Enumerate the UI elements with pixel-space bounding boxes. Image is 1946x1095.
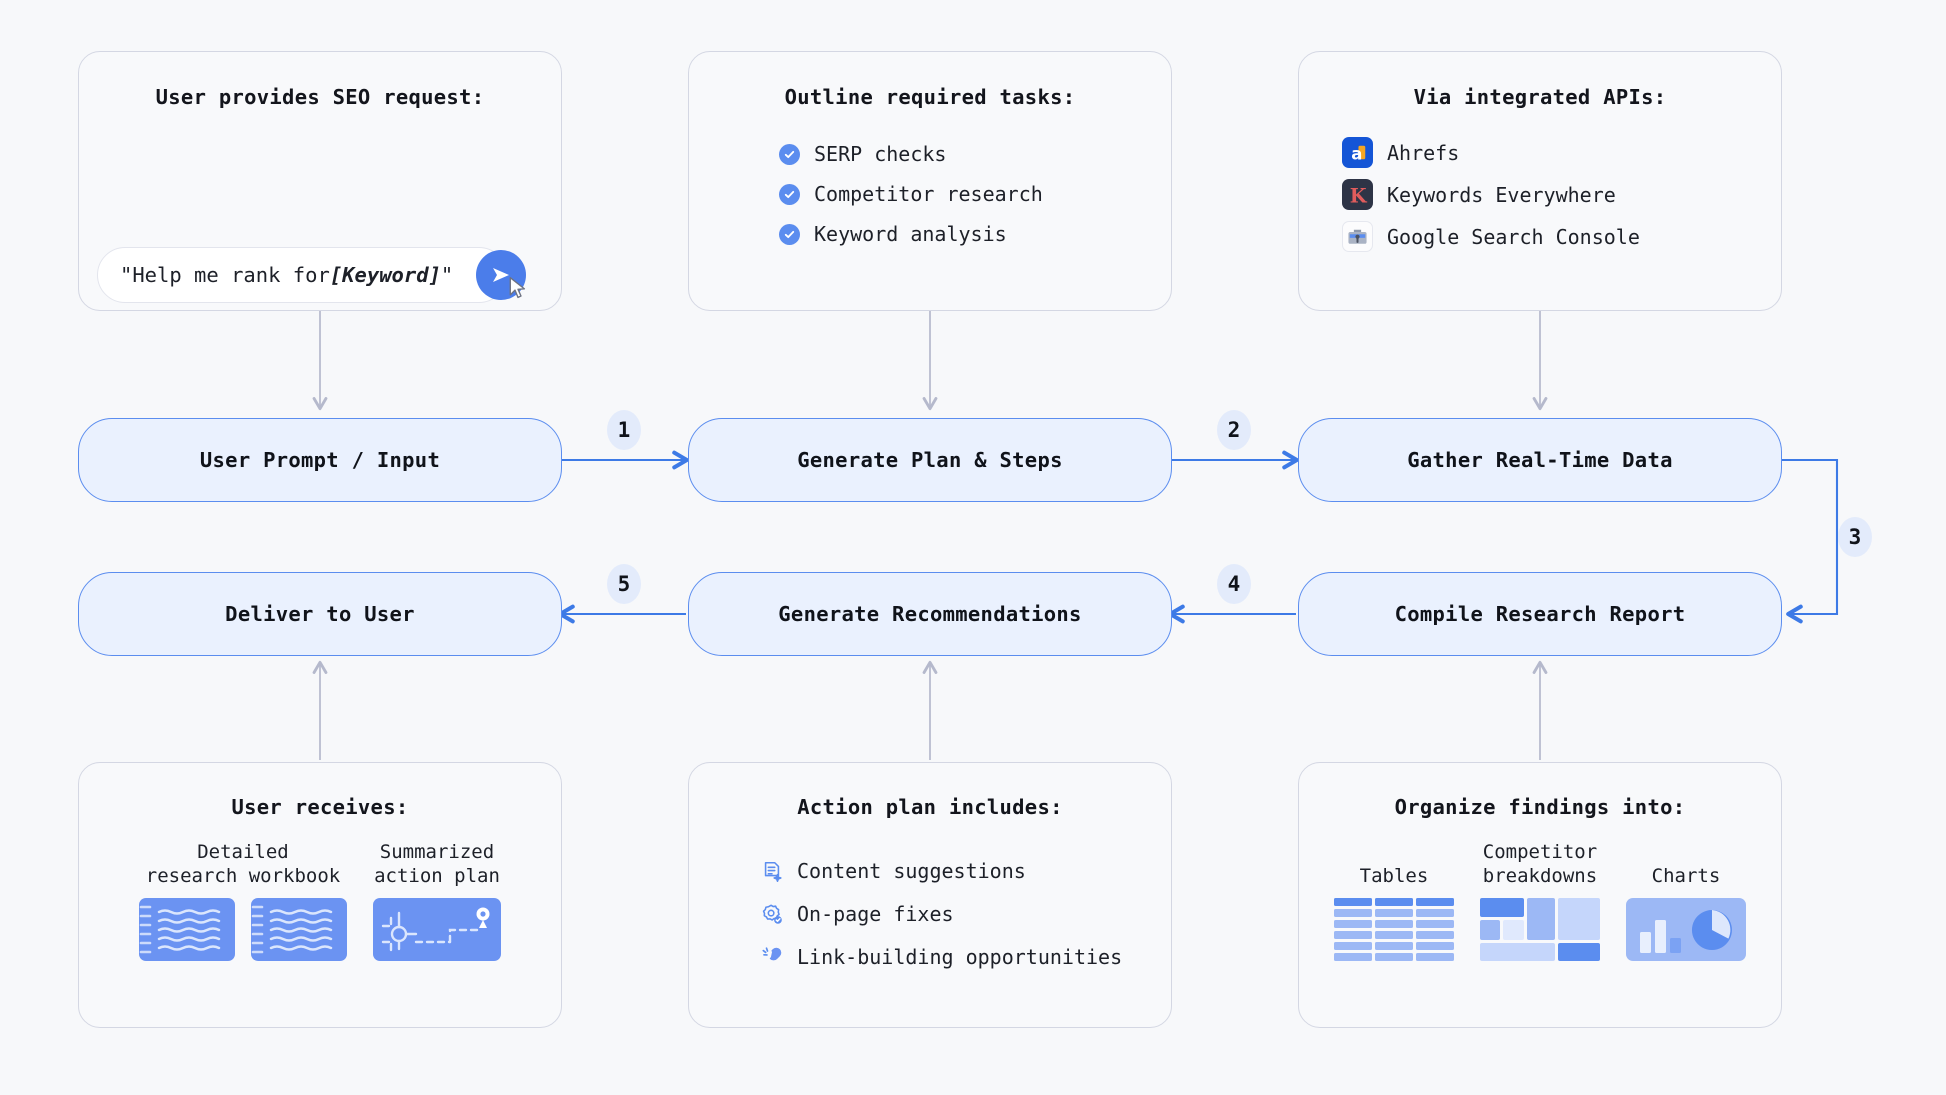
- check-circle-icon: [779, 143, 800, 165]
- card-required-tasks: Outline required tasks: SERP checks Comp…: [688, 51, 1172, 311]
- step-badge-4: 4: [1217, 564, 1251, 604]
- mouse-pointer-icon: [509, 277, 526, 299]
- list-item: Competitor research: [779, 182, 1171, 206]
- notebook-icon: [251, 897, 347, 961]
- ahrefs-icon: a: [1342, 137, 1373, 168]
- card-title: Via integrated APIs:: [1413, 85, 1667, 109]
- prompt-prefix: "Help me rank for: [120, 263, 330, 287]
- step-badge-1: 1: [607, 410, 641, 450]
- list-item: On-page fixes: [761, 902, 1171, 926]
- list-item: SERP checks: [779, 142, 1171, 166]
- list-item-label: On-page fixes: [797, 902, 954, 926]
- card-title: Action plan includes:: [797, 795, 1063, 819]
- list-item-label: Keyword analysis: [814, 222, 1007, 246]
- prompt-input[interactable]: "Help me rank for [Keyword]": [97, 247, 526, 303]
- step-badge-2: 2: [1217, 410, 1251, 450]
- table-grid-icon: [1334, 897, 1454, 961]
- card-organize-findings: Organize findings into: Tables: [1298, 762, 1782, 1028]
- treemap-icon: [1480, 897, 1600, 961]
- card-title: Outline required tasks:: [784, 85, 1076, 109]
- card-title: Organize findings into:: [1394, 795, 1686, 819]
- svg-text:a: a: [1351, 144, 1362, 163]
- flow-node-label: Deliver to User: [225, 602, 415, 626]
- flow-node-label: Compile Research Report: [1394, 602, 1686, 626]
- gear-check-icon: [761, 903, 783, 925]
- link-icon: [761, 946, 783, 968]
- thumb-caption: Summarized action plan: [374, 841, 500, 887]
- flow-node-label: Gather Real-Time Data: [1407, 448, 1673, 472]
- roadmap-icon: [373, 897, 501, 961]
- card-user-receives: User receives: Detailed research workboo…: [78, 762, 562, 1028]
- card-integrated-apis: Via integrated APIs: a Ahrefs K Keywords: [1298, 51, 1782, 311]
- list-item-label: Google Search Console: [1387, 224, 1640, 249]
- list-item-label: Competitor research: [814, 182, 1043, 206]
- flow-node-label: User Prompt / Input: [199, 448, 441, 472]
- list-item-label: Content suggestions: [797, 859, 1026, 883]
- flow-node-gather-data[interactable]: Gather Real-Time Data: [1298, 418, 1782, 502]
- thumb-caption: Competitor breakdowns: [1482, 841, 1598, 887]
- card-user-request: User provides SEO request: "Help me rank…: [78, 51, 562, 311]
- flow-node-compile-report[interactable]: Compile Research Report: [1298, 572, 1782, 656]
- check-circle-icon: [779, 183, 800, 205]
- notebook-icon: [139, 897, 235, 961]
- card-title: User receives:: [231, 795, 409, 819]
- prompt-suffix: ": [440, 263, 454, 287]
- flow-node-user-prompt[interactable]: User Prompt / Input: [78, 418, 562, 502]
- list-item-label: SERP checks: [814, 142, 947, 166]
- list-item: Keyword analysis: [779, 222, 1171, 246]
- flow-node-deliver-to-user[interactable]: Deliver to User: [78, 572, 562, 656]
- findings-thumbnails: Tables: [1299, 841, 1781, 961]
- list-item-label: Link-building opportunities: [797, 945, 1123, 969]
- thumb-tables: Tables: [1334, 865, 1454, 961]
- thumb-caption: Detailed research workbook: [145, 841, 341, 887]
- thumb-caption: Tables: [1359, 864, 1429, 887]
- card-title: User provides SEO request:: [155, 85, 485, 109]
- api-list: a Ahrefs K Keywords Everywhere: [1342, 137, 1781, 252]
- list-item: a Ahrefs: [1342, 137, 1781, 168]
- send-arrow-icon[interactable]: [476, 250, 526, 300]
- bar-pie-chart-icon: [1626, 897, 1746, 961]
- list-item: Link-building opportunities: [761, 945, 1171, 969]
- list-item: Content suggestions: [761, 859, 1171, 883]
- list-item-label: Ahrefs: [1387, 140, 1460, 165]
- list-item-label: Keywords Everywhere: [1387, 182, 1616, 207]
- action-plan-list: Content suggestions On-page fixes: [761, 859, 1171, 969]
- flow-node-label: Generate Recommendations: [778, 602, 1082, 626]
- step-badge-5: 5: [607, 564, 641, 604]
- thumb-action-plan: Summarized action plan: [373, 841, 501, 961]
- flow-node-generate-recommendations[interactable]: Generate Recommendations: [688, 572, 1172, 656]
- thumb-research-workbook: Detailed research workbook: [139, 841, 347, 961]
- thumb-caption: Charts: [1651, 864, 1721, 887]
- check-circle-icon: [779, 223, 800, 245]
- deliverable-thumbnails: Detailed research workbook: [79, 841, 561, 961]
- card-action-plan: Action plan includes: Content suggestion…: [688, 762, 1172, 1028]
- thumb-competitor-breakdowns: Competitor breakdowns: [1480, 841, 1600, 961]
- list-item: K Keywords Everywhere: [1342, 179, 1781, 210]
- keywords-everywhere-icon: K: [1342, 179, 1373, 210]
- list-item: Google Search Console: [1342, 221, 1781, 252]
- document-sparkle-icon: [761, 860, 783, 882]
- task-list: SERP checks Competitor research Keyword …: [779, 142, 1171, 246]
- prompt-keyword: [Keyword]: [329, 263, 441, 287]
- flow-node-label: Generate Plan & Steps: [797, 448, 1063, 472]
- google-search-console-icon: [1342, 221, 1373, 252]
- step-badge-3: 3: [1838, 517, 1872, 557]
- thumb-charts: Charts: [1626, 865, 1746, 961]
- svg-text:K: K: [1350, 184, 1368, 207]
- flow-node-generate-plan[interactable]: Generate Plan & Steps: [688, 418, 1172, 502]
